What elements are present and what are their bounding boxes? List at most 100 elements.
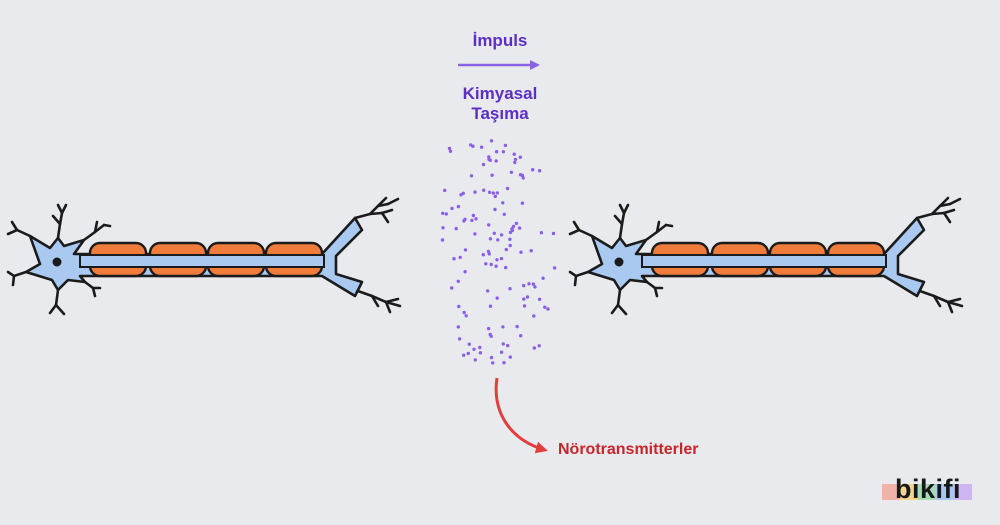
neurotransmitter-dot (479, 145, 484, 149)
neurotransmitter-dot (525, 295, 530, 299)
neurotransmitter-dot (494, 264, 498, 268)
neurotransmitter-dot (493, 207, 497, 212)
neurotransmitter-dot (531, 282, 536, 286)
neurotransmitters-label: Nörotransmitterler (558, 441, 699, 458)
neurotransmitter-dot (531, 168, 535, 172)
neurotransmitter-dot (447, 146, 452, 151)
neurotransmitter-dot (520, 201, 525, 205)
neurotransmitter-dot (519, 334, 523, 338)
neurotransmitter-dot (456, 204, 461, 209)
neurotransmitter-dot (471, 144, 475, 148)
neurotransmitter-dot (463, 217, 467, 221)
neurotransmitter-dot (499, 256, 504, 261)
neurotransmitter-dot (519, 250, 523, 254)
neurotransmitter-dot (486, 249, 491, 254)
neurotransmitter-dot (487, 157, 491, 162)
neurotransmitter-dot (496, 238, 500, 242)
neurotransmitter-dot (484, 262, 488, 266)
neurotransmitter-dot (493, 194, 497, 199)
neurotransmitter-dot (462, 353, 466, 357)
neurotransmitter-dots (440, 139, 557, 365)
neurotransmitter-dot (444, 212, 448, 216)
neurotransmitter-dot (537, 169, 542, 173)
neurotransmitter-dot (505, 186, 510, 191)
neurotransmitter-dot (441, 211, 445, 215)
neurotransmitter-dot (501, 342, 505, 346)
neurotransmitter-dot (517, 226, 522, 230)
neurotransmitter-dot (546, 307, 550, 311)
neurotransmitter-dot (441, 226, 445, 230)
neurotransmitter-dot (513, 160, 517, 165)
neurotransmitter-dot (470, 218, 474, 223)
neurotransmitter-dot (499, 233, 504, 237)
neurotransmitter-dot (551, 231, 556, 236)
neurotransmitter-dot (508, 237, 512, 241)
neurotransmitter-dot (518, 155, 522, 159)
neurotransmitter-dot (489, 355, 494, 360)
neurotransmitter-dot (514, 221, 519, 226)
neurotransmitter-dot (488, 332, 492, 337)
neurotransmitter-dot (501, 150, 506, 154)
neurotransmitter-dot (490, 173, 494, 177)
neurotransmitter-dot (541, 276, 545, 280)
neurotransmitter-dot (503, 143, 508, 148)
neurotransmitter-dot (486, 289, 490, 293)
neurotransmitter-dot (552, 266, 557, 270)
neurotransmitter-dot (466, 351, 470, 356)
neurotransmitter-dot (491, 191, 495, 195)
neurotransmitter-dot (469, 174, 474, 178)
neurotransmitter-dot (486, 326, 491, 331)
neurotransmitter-dot (518, 173, 523, 177)
neurotransmitter-dot (537, 344, 541, 348)
neurotransmitter-dot (499, 350, 504, 354)
neurotransmitter-dot (532, 346, 536, 350)
neurotransmitter-dot (515, 324, 519, 329)
neurotransmitter-dot (501, 201, 505, 205)
neurotransmitter-dot (473, 232, 477, 236)
neurotransmitter-dot (450, 206, 454, 211)
chemical-transport-label-line2: Taşıma (471, 104, 529, 123)
neurotransmitter-dot (491, 361, 495, 365)
neurotransmitter-dot (481, 253, 485, 257)
neurotransmitter-dot (537, 297, 542, 301)
neurotransmitter-dot (482, 188, 486, 192)
neurotransmitter-dot (527, 282, 531, 286)
neurotransmitter-dot (488, 304, 493, 308)
neurotransmitter-dot (494, 159, 498, 163)
neurotransmitter-dot (478, 351, 483, 355)
neurotransmitter-dot (474, 217, 478, 221)
neurotransmitter-dot (464, 314, 468, 318)
neurotransmitter-arrow (494, 377, 548, 454)
neurotransmitter-dot (494, 150, 499, 154)
neurotransmitter-dot (473, 358, 477, 362)
neurotransmitter-dot (456, 325, 460, 329)
neurotransmitter-dot (489, 262, 493, 267)
neurotransmitter-dot (532, 314, 536, 318)
neurotransmitter-dot (543, 305, 547, 309)
neurotransmitter-dot (457, 304, 461, 309)
impulse-label: İmpuls (472, 31, 528, 50)
neurotransmitter-dot (457, 337, 462, 341)
neurotransmitter-dot (489, 139, 494, 143)
neurotransmitter-dot (512, 152, 516, 156)
neurotransmitter-dot (471, 213, 476, 218)
neurotransmitter-dot (508, 287, 512, 291)
neurotransmitter-dot (508, 355, 512, 359)
neurotransmitter-dot (506, 343, 510, 348)
neurotransmitter-dot (448, 149, 453, 153)
neuron-left (6, 196, 402, 316)
neurotransmitter-dot (539, 231, 544, 235)
neurotransmitter-dot (473, 190, 477, 194)
neurotransmitter-dot (463, 270, 467, 274)
neurotransmitter-dot (509, 170, 514, 174)
neurotransmitter-dot (501, 325, 505, 329)
neurotransmitter-dot (487, 190, 492, 194)
neurotransmitter-dot (454, 226, 458, 231)
logo-text: bikifi (894, 474, 961, 504)
neurotransmitter-dot (495, 296, 499, 300)
neurotransmitter-dot (504, 265, 508, 270)
neurotransmitter-dot (511, 224, 516, 229)
neurotransmitter-dot (450, 286, 454, 290)
neurotransmitter-dot (481, 162, 486, 167)
